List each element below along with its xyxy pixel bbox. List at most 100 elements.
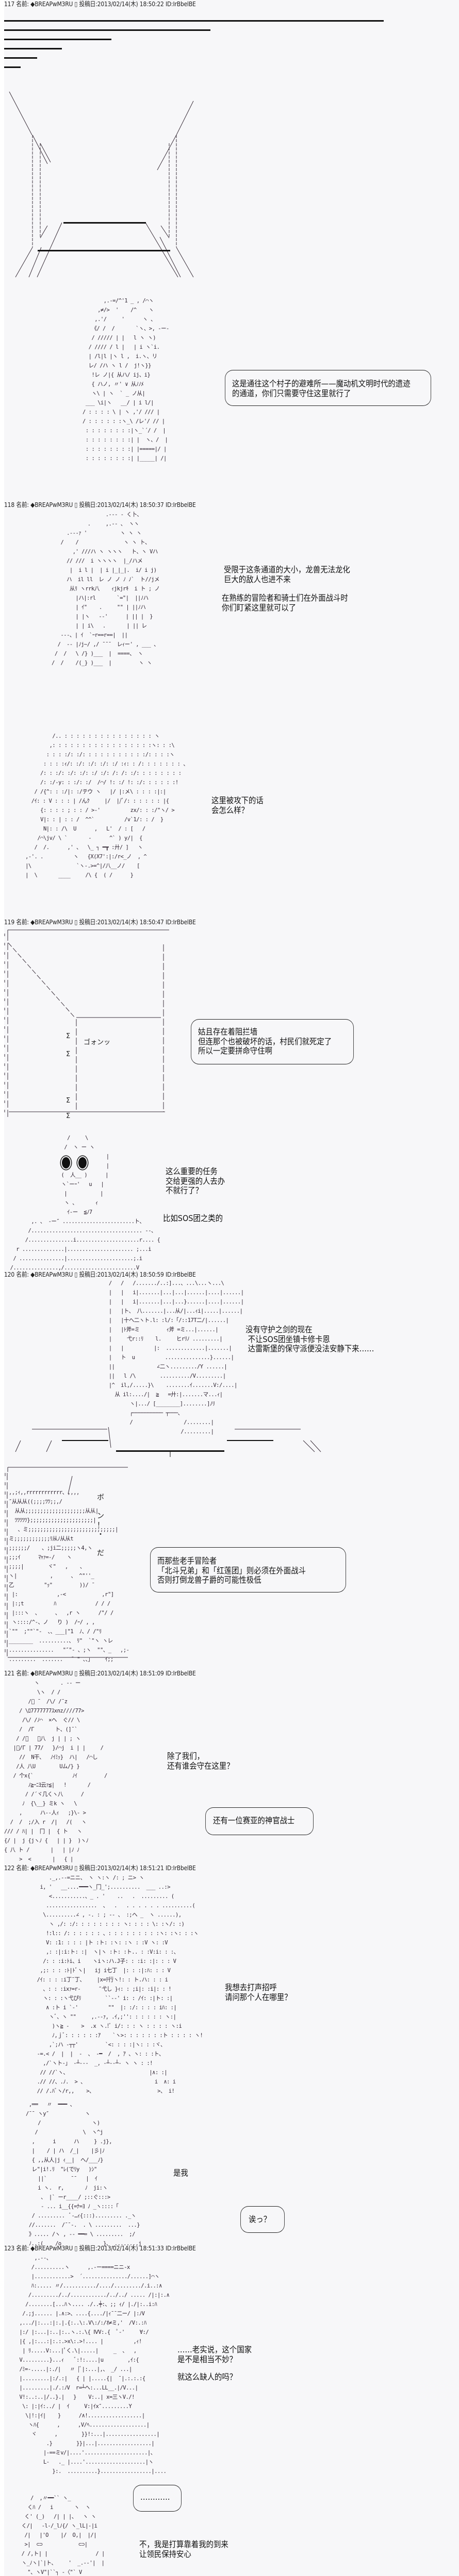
post-date-label: 投稿日: xyxy=(79,1270,97,1278)
character-art-119b: / \ / ヽ ー ヽ | | ( 人__ ) | ヽ`ーｰ' u | | xyxy=(10,1134,160,1271)
dialogue-text: 就这么缺人的吗？ xyxy=(177,2372,237,2382)
speech-bubble xyxy=(240,2206,285,2233)
dialogue-text: 是我 xyxy=(173,2168,188,2178)
post-date: 2013/02/14(木) 18:51:33 xyxy=(97,2244,164,2252)
poster-trip[interactable]: ◆BREAPwM3RU xyxy=(30,1270,73,1278)
poster-id[interactable]: ID:IrBbelBE xyxy=(165,0,196,8)
poster-trip[interactable]: ◆BREAPwM3RU xyxy=(30,501,73,509)
character-art-118: .--- - く卜、 . ,.-- 、 ヽヽ .---ｧ ' ヽ ヽ ヽ / /… xyxy=(52,511,160,666)
box-glyph: ▯ xyxy=(74,1270,78,1278)
name-label: 名前: xyxy=(16,1864,29,1872)
poster-id[interactable]: ID:IrBbelBE xyxy=(165,501,196,509)
name-label: 名前: xyxy=(16,1270,29,1278)
poster-id[interactable]: ID:IrBbelBE xyxy=(165,918,196,926)
character-art-117: ,.-=/^'1 _ , /⌒ヽ ,≠/> ' /^ ヽ ,.'/ ' ヽ 、 … xyxy=(83,297,169,462)
post-date-label: 投稿日: xyxy=(79,2244,97,2252)
speed-line xyxy=(4,48,62,49)
svg-text:Σ: Σ xyxy=(66,1097,70,1105)
box-glyph: ▯ xyxy=(74,0,78,8)
eye-left xyxy=(61,1156,71,1170)
dialogue-text: 除了我们， 还有谁会守在这里？ xyxy=(167,1751,234,1771)
sound-effect-vertical: ボ ン ！ ・ だ xyxy=(97,1494,104,1557)
post-header-120: 120 名前: ◆BREAPwM3RU ▯ 投稿日:2013/02/14(木) … xyxy=(4,1270,196,1279)
poster-trip[interactable]: ◆BREAPwM3RU xyxy=(30,0,73,8)
post-date-label: 投稿日: xyxy=(79,1864,97,1872)
character-art-120: / / /......./..:]...、...\...ヽ...\ | | i|… xyxy=(108,1280,244,1435)
post-header-121: 121 名前: ◆BREAPwM3RU ▯ 投稿日:2013/02/14(木) … xyxy=(4,1669,196,1677)
box-glyph: ▯ xyxy=(74,2244,78,2252)
dialogue-text: 而那些老手冒险者 「北斗兄弟」和「红莲团」则必须在外面战斗 否则打倒龙兽子爵的可… xyxy=(157,1556,306,1585)
speech-bubble xyxy=(150,1547,346,1592)
post-date: 2013/02/14(木) 18:50:47 xyxy=(97,918,164,926)
dialogue-text: 受限于这条通道的大小，龙兽无法龙化 巨大的敌人也进不来 xyxy=(224,565,350,584)
poster-trip[interactable]: ◆BREAPwM3RU xyxy=(30,1864,73,1872)
post-date: 2013/02/14(木) 18:50:37 xyxy=(97,501,164,509)
post-date-label: 投稿日: xyxy=(79,0,97,8)
post-date: 2013/02/14(木) 18:51:09 xyxy=(97,1669,164,1677)
dialogue-text: 诶っ？ xyxy=(249,2214,271,2224)
post-header-118: 118 名前: ◆BREAPwM3RU ▯ 投稿日:2013/02/14(木) … xyxy=(4,501,196,509)
character-art-122: ._,.--=ニニ、 ヽ ヽ:ヽ /: ; ニ> ヽ i, ' __....━━… xyxy=(37,1874,203,2094)
name-label: 名前: xyxy=(16,2244,29,2252)
desk-art xyxy=(15,1427,321,1457)
character-art-123b: / ,〃━━`` ヽ_ くﾊ / i ヽ ヽ く' (_) /| | |、 ヽ … xyxy=(21,2495,105,2575)
svg-text:Σ: Σ xyxy=(66,1050,70,1058)
box-glyph: ▯ xyxy=(74,918,78,926)
speech-bubble xyxy=(225,370,431,406)
dialogue-text: 姑且存在着阻拦墙 但连那个也被破坏的话，村民们就死定了 所以一定要拼命守住啊 xyxy=(198,1027,332,1056)
name-label: 名前: xyxy=(16,501,29,509)
post-date: 2013/02/14(木) 18:50:22 xyxy=(97,0,164,8)
post-date-label: 投稿日: xyxy=(79,918,97,926)
name-label: 名前: xyxy=(16,1669,29,1677)
post-header-119: 119 名前: ◆BREAPwM3RU ▯ 投稿日:2013/02/14(木) … xyxy=(4,918,196,926)
speed-line xyxy=(4,66,21,68)
eye-right xyxy=(77,1156,88,1170)
post-number: 119 xyxy=(4,918,15,926)
poster-id[interactable]: ID:IrBbelBE xyxy=(165,1270,196,1278)
page-margin xyxy=(0,0,4,2576)
post-header-122: 122 名前: ◆BREAPwM3RU ▯ 投稿日:2013/02/14(木) … xyxy=(4,1864,196,1872)
dialogue-text: 这么重要的任务 交给更强的人去办 不就行了？ xyxy=(166,1166,225,1195)
post-number: 118 xyxy=(4,501,15,509)
speed-line xyxy=(4,29,210,31)
post-number: 121 xyxy=(4,1669,15,1677)
wall-panel-art: Σ Σ Σ Σ xyxy=(4,929,169,1120)
character-art-121: ヽ . -- ー \ヽ / / /ﾞ ̄ /\/ /¯z / \ﾛ7777777… xyxy=(4,1680,107,1862)
poster-trip[interactable]: ◆BREAPwM3RU xyxy=(30,918,73,926)
dialogue-text: ……老实说，这个国家 是不是相当不妙？ xyxy=(177,2345,252,2364)
svg-text:Σ: Σ xyxy=(66,1112,70,1120)
dialogue-text: 没有守护之剑的现在 不让SOS团坐镇卡修卡恩 达雷斯堡的保守派便没法安静下来…… xyxy=(245,1325,374,1353)
speed-line xyxy=(4,57,37,59)
character-art-123: ,.--、 /..........ヽ ,.-ー====ニニ-x |.......… xyxy=(19,2255,170,2475)
poster-id[interactable]: ID:IrBbelBE xyxy=(165,1669,196,1677)
dialogue-text: 不，我是打算靠着我的到来 让领民保持安心 xyxy=(139,2539,228,2559)
post-date: 2013/02/14(木) 18:51:21 xyxy=(97,1864,164,1872)
name-label: 名前: xyxy=(16,918,29,926)
speech-bubble xyxy=(205,1807,314,1835)
poster-id[interactable]: ID:IrBbelBE xyxy=(165,1864,196,1872)
post-number: 120 xyxy=(4,1270,15,1278)
post-date-label: 投稿日: xyxy=(79,1669,97,1677)
poster-trip[interactable]: ◆BREAPwM3RU xyxy=(30,1669,73,1677)
character-art-118b: /.. : : : : : : : : : : : : : : : ヽ ,: :… xyxy=(25,733,189,878)
name-label: 名前: xyxy=(16,0,29,8)
poster-id[interactable]: ID:IrBbelBE xyxy=(165,2244,196,2252)
speech-bubble xyxy=(133,2485,182,2512)
post-date: 2013/02/14(木) 18:50:59 xyxy=(97,1270,164,1278)
sound-effect: ゴォンッ xyxy=(84,1039,111,1046)
dialogue-text: ………… xyxy=(140,2492,170,2502)
speed-line xyxy=(4,39,111,40)
speech-bubble xyxy=(191,1019,354,1064)
dialogue-text: 这里被攻下的话 会怎么样？ xyxy=(211,795,264,815)
box-glyph: ▯ xyxy=(74,1669,78,1677)
character-art-120b: ,,;ｨ,,rrrrrrrrrrrr、,,,, ″从从从((;;;;ﾂﾂ;;,/… xyxy=(9,1489,129,1663)
speed-line xyxy=(4,20,384,22)
post-header-123: 123 名前: ◆BREAPwM3RU ▯ 投稿日:2013/02/14(木) … xyxy=(4,2244,196,2252)
post-header-117: 117 名前: ◆BREAPwM3RU ▯ 投稿日:2013/02/14(木) … xyxy=(4,0,196,8)
panel-frame xyxy=(5,1467,128,1658)
box-glyph: ▯ xyxy=(74,1864,78,1872)
poster-trip[interactable]: ◆BREAPwM3RU xyxy=(30,2244,73,2252)
svg-text:Σ: Σ xyxy=(66,1032,70,1040)
post-number: 117 xyxy=(4,0,15,8)
dialogue-text: 我想去打声招呼 请问那个人在哪里？ xyxy=(225,1982,292,2002)
